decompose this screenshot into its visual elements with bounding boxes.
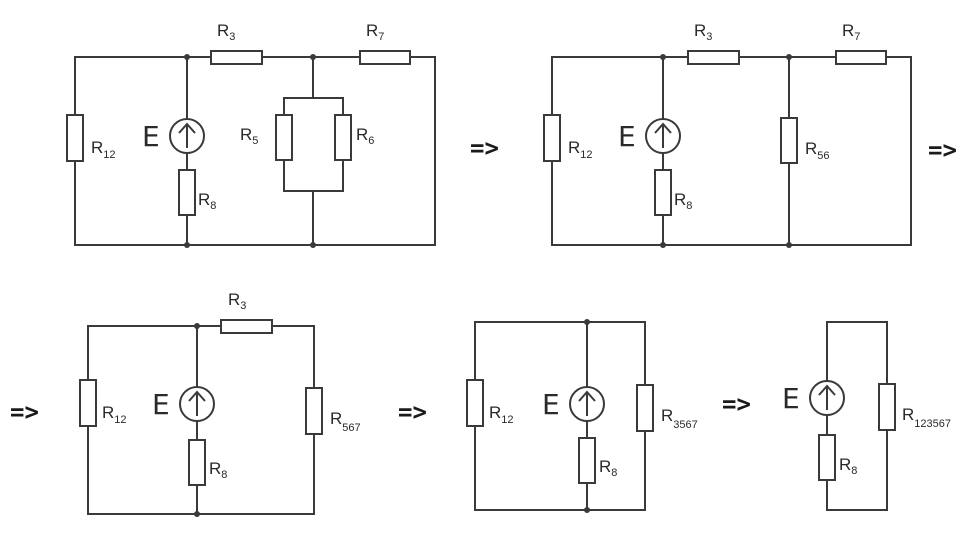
resistor-r123567 [878, 383, 896, 431]
source-label-e: E [542, 388, 560, 421]
implies-arrow-4: => [398, 398, 427, 426]
label-r7: R7 [366, 21, 384, 43]
circuit-step-2: E R12 R3 R7 R56 R8 [543, 21, 912, 248]
resistor-r8 [818, 434, 836, 481]
label-r8: R8 [674, 190, 692, 212]
resistor-r12 [79, 379, 97, 427]
label-r12: R12 [568, 138, 593, 161]
junction-dot [194, 323, 200, 329]
source-label-e: E [782, 382, 800, 415]
label-r6: R6 [356, 125, 374, 147]
label-r12: R12 [489, 403, 514, 426]
label-r3: R3 [217, 21, 235, 43]
resistor-r3 [687, 50, 740, 65]
resistor-r5 [275, 114, 293, 161]
label-r3: R3 [228, 290, 246, 312]
label-r123567: R123567 [902, 405, 951, 430]
implies-arrow-3: => [10, 398, 39, 426]
resistor-r7 [835, 50, 887, 65]
label-r56: R56 [805, 139, 830, 162]
label-r3: R3 [694, 21, 712, 43]
resistor-r6 [334, 114, 352, 161]
label-r12: R12 [91, 138, 116, 161]
resistor-r3 [220, 319, 273, 334]
source-label-e: E [142, 120, 160, 153]
resistor-r12 [543, 114, 561, 162]
implies-arrow-2: => [928, 136, 957, 164]
label-r567: R567 [330, 409, 361, 434]
resistor-r56 [780, 117, 798, 164]
label-r3567: R3567 [661, 406, 698, 431]
source-label-e: E [152, 388, 170, 421]
junction-dot [184, 54, 190, 60]
junction-dot [660, 54, 666, 60]
label-r8: R8 [198, 190, 216, 212]
label-r8: R8 [839, 455, 857, 477]
label-r5: R5 [240, 125, 258, 147]
junction-dot [660, 242, 666, 248]
resistor-r7 [359, 50, 411, 65]
junction-dot [184, 242, 190, 248]
resistor-r8 [654, 169, 672, 216]
resistor-r8 [578, 437, 596, 484]
label-r12: R12 [102, 403, 127, 426]
implies-arrow-5: => [722, 390, 751, 418]
junction-dot [310, 54, 316, 60]
resistor-r12 [466, 379, 484, 427]
circuit-step-1: E R12 R3 R7 R5 R6 R8 [66, 21, 436, 248]
label-r8: R8 [209, 459, 227, 481]
junction-dot [584, 319, 590, 325]
resistor-r567 [305, 387, 323, 435]
circuit-step-3: E R12 R3 R567 R8 [79, 290, 361, 517]
circuit-step-5: E R123567 R8 [782, 321, 951, 511]
resistor-r3567 [636, 384, 654, 432]
label-r7: R7 [842, 21, 860, 43]
junction-dot [584, 507, 590, 513]
junction-dot [786, 242, 792, 248]
resistor-r3 [210, 50, 263, 65]
label-r8: R8 [599, 457, 617, 479]
circuit-step-4: E R12 R3567 R8 [466, 319, 698, 513]
junction-dot [194, 511, 200, 517]
resistor-r8 [178, 169, 196, 216]
resistor-r8 [188, 439, 206, 486]
implies-arrow-1: => [470, 134, 499, 162]
junction-dot [786, 54, 792, 60]
resistor-r12 [66, 114, 84, 162]
junction-dot [310, 242, 316, 248]
source-label-e: E [618, 120, 636, 153]
